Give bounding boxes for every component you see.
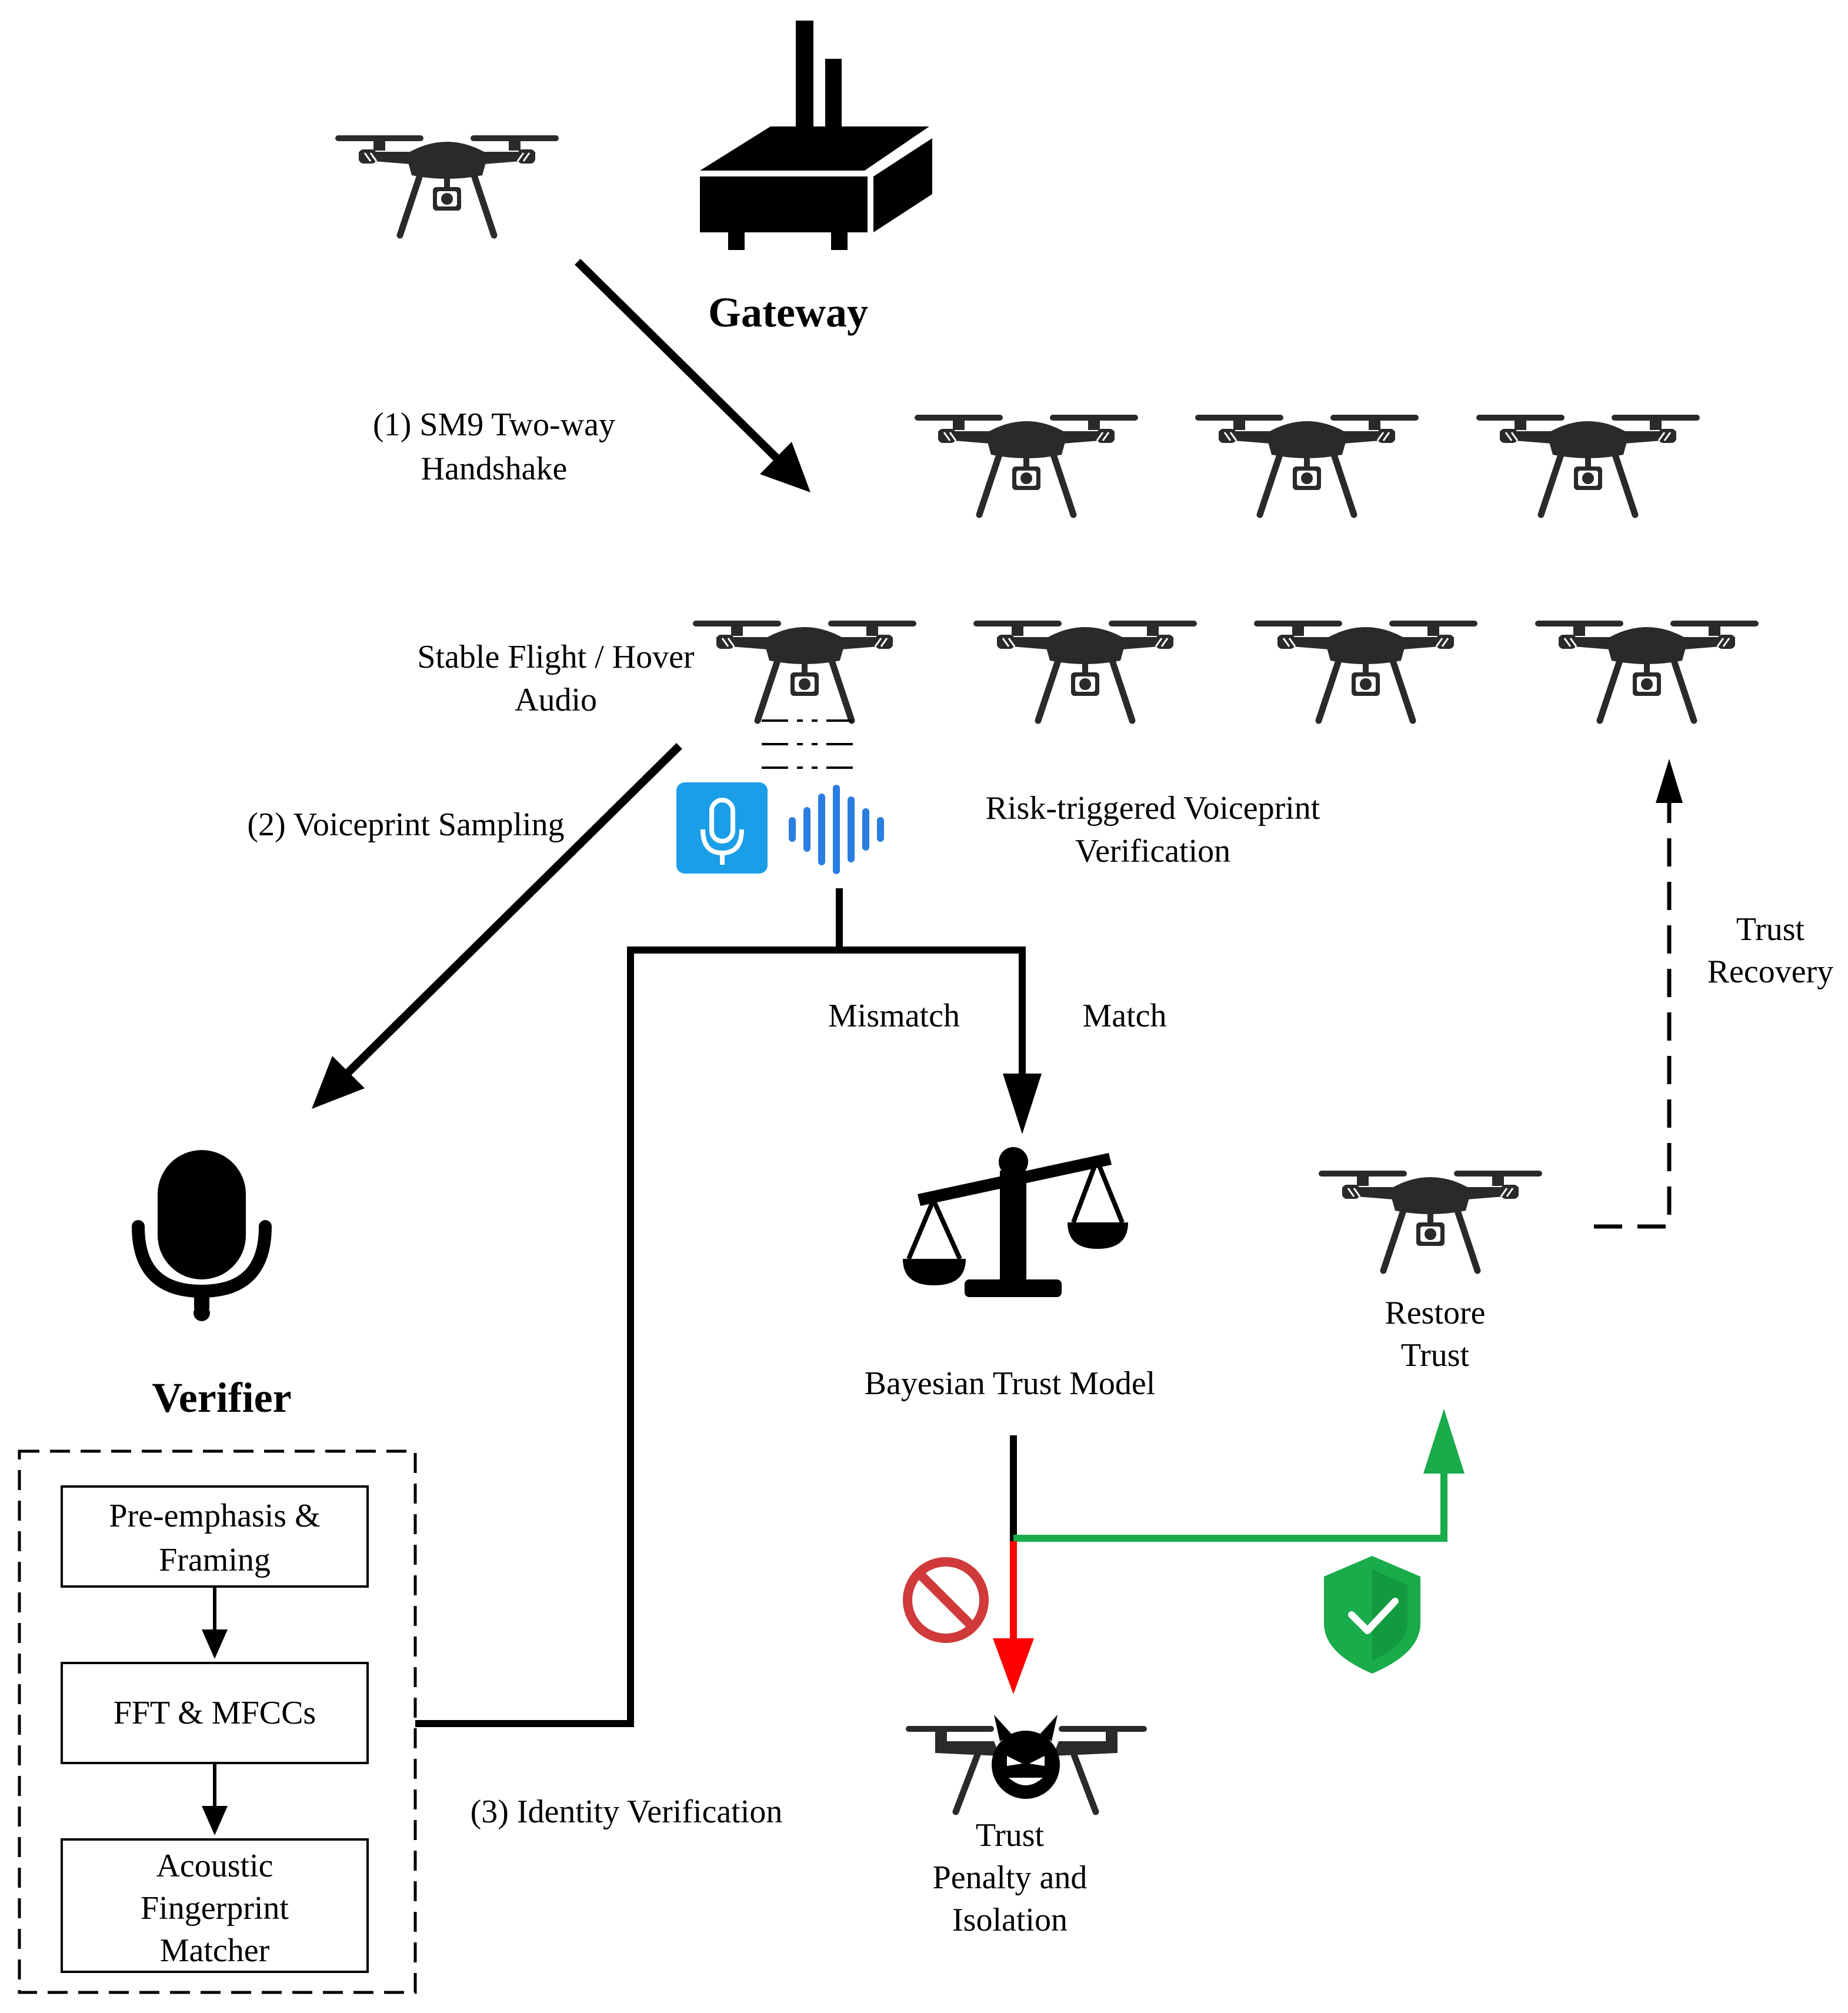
pipeline-fft: FFT & MFCCs — [114, 1695, 316, 1731]
pipeline-preemphasis-1: Pre-emphasis & — [109, 1498, 320, 1534]
identity-label: (3) Identity Verification — [471, 1794, 783, 1830]
penalty-label-1: Trust — [976, 1817, 1045, 1854]
drone-icon — [1535, 621, 1759, 721]
recovery-label-2: Recovery — [1707, 954, 1834, 990]
devil-drone-icon — [906, 1715, 1147, 1815]
microphone-icon — [676, 782, 768, 874]
hover-audio-label-1: Stable Flight / Hover — [417, 639, 695, 675]
restore-label-1: Restore — [1385, 1295, 1485, 1331]
verifier-microphone-icon — [132, 1150, 272, 1321]
drone-icon — [1195, 415, 1419, 515]
handshake-label-2: Handshake — [421, 451, 568, 487]
hover-audio-label-2: Audio — [515, 682, 597, 718]
forbidden-icon — [903, 1557, 989, 1643]
sound-lines — [762, 719, 853, 769]
match-label: Match — [1082, 998, 1166, 1034]
drone-icon — [693, 621, 916, 721]
scale-icon — [903, 1147, 1128, 1297]
pipeline-arrow — [202, 1587, 228, 1659]
match-arrowhead — [1003, 1074, 1042, 1134]
verifier-label: Verifier — [152, 1374, 291, 1421]
penalty-label-3: Isolation — [952, 1902, 1068, 1938]
drone-icon — [335, 135, 559, 235]
risk-label-2: Verification — [1075, 833, 1230, 869]
sampling-arrow — [312, 743, 682, 1109]
identity-connector — [415, 888, 1026, 1727]
pipeline-box-fft — [61, 1662, 369, 1764]
recovery-arrow — [1594, 759, 1683, 1229]
restore-label-2: Trust — [1401, 1337, 1470, 1374]
pipeline-box-preemphasis — [61, 1485, 369, 1588]
recovery-label-1: Trust — [1736, 911, 1805, 948]
restore-branch — [1013, 1409, 1465, 1542]
pipeline-box-matcher — [61, 1838, 369, 1973]
drone-icon — [973, 621, 1197, 721]
handshake-arrow — [575, 259, 810, 492]
pipeline-preemphasis-2: Framing — [159, 1542, 271, 1578]
pipeline-matcher-3: Matcher — [160, 1932, 270, 1969]
pipeline-arrow — [202, 1763, 228, 1835]
voice-wave-icon — [789, 785, 884, 874]
risk-label-1: Risk-triggered Voiceprint — [986, 790, 1320, 826]
mismatch-label: Mismatch — [828, 998, 960, 1034]
drone-icon — [915, 415, 1138, 515]
pipeline-matcher-2: Fingerprint — [141, 1890, 289, 1927]
sampling-label: (2) Voiceprint Sampling — [247, 806, 564, 843]
drone-swarm — [693, 415, 1759, 721]
penalty-branch — [993, 1541, 1034, 1694]
pipeline-matcher-1: Acoustic — [156, 1848, 273, 1884]
handshake-label-1: (1) SM9 Two-way — [373, 406, 615, 443]
gateway-label: Gateway — [708, 289, 868, 336]
drone-icon — [1476, 415, 1700, 515]
shield-check-icon — [1324, 1556, 1420, 1674]
drone-icon — [1254, 621, 1477, 721]
gateway-icon — [700, 21, 932, 250]
trust-model-label: Bayesian Trust Model — [865, 1365, 1156, 1402]
penalty-label-2: Penalty and — [933, 1859, 1088, 1896]
verifier-container — [18, 1449, 417, 1994]
drone-icon — [1319, 1171, 1542, 1271]
